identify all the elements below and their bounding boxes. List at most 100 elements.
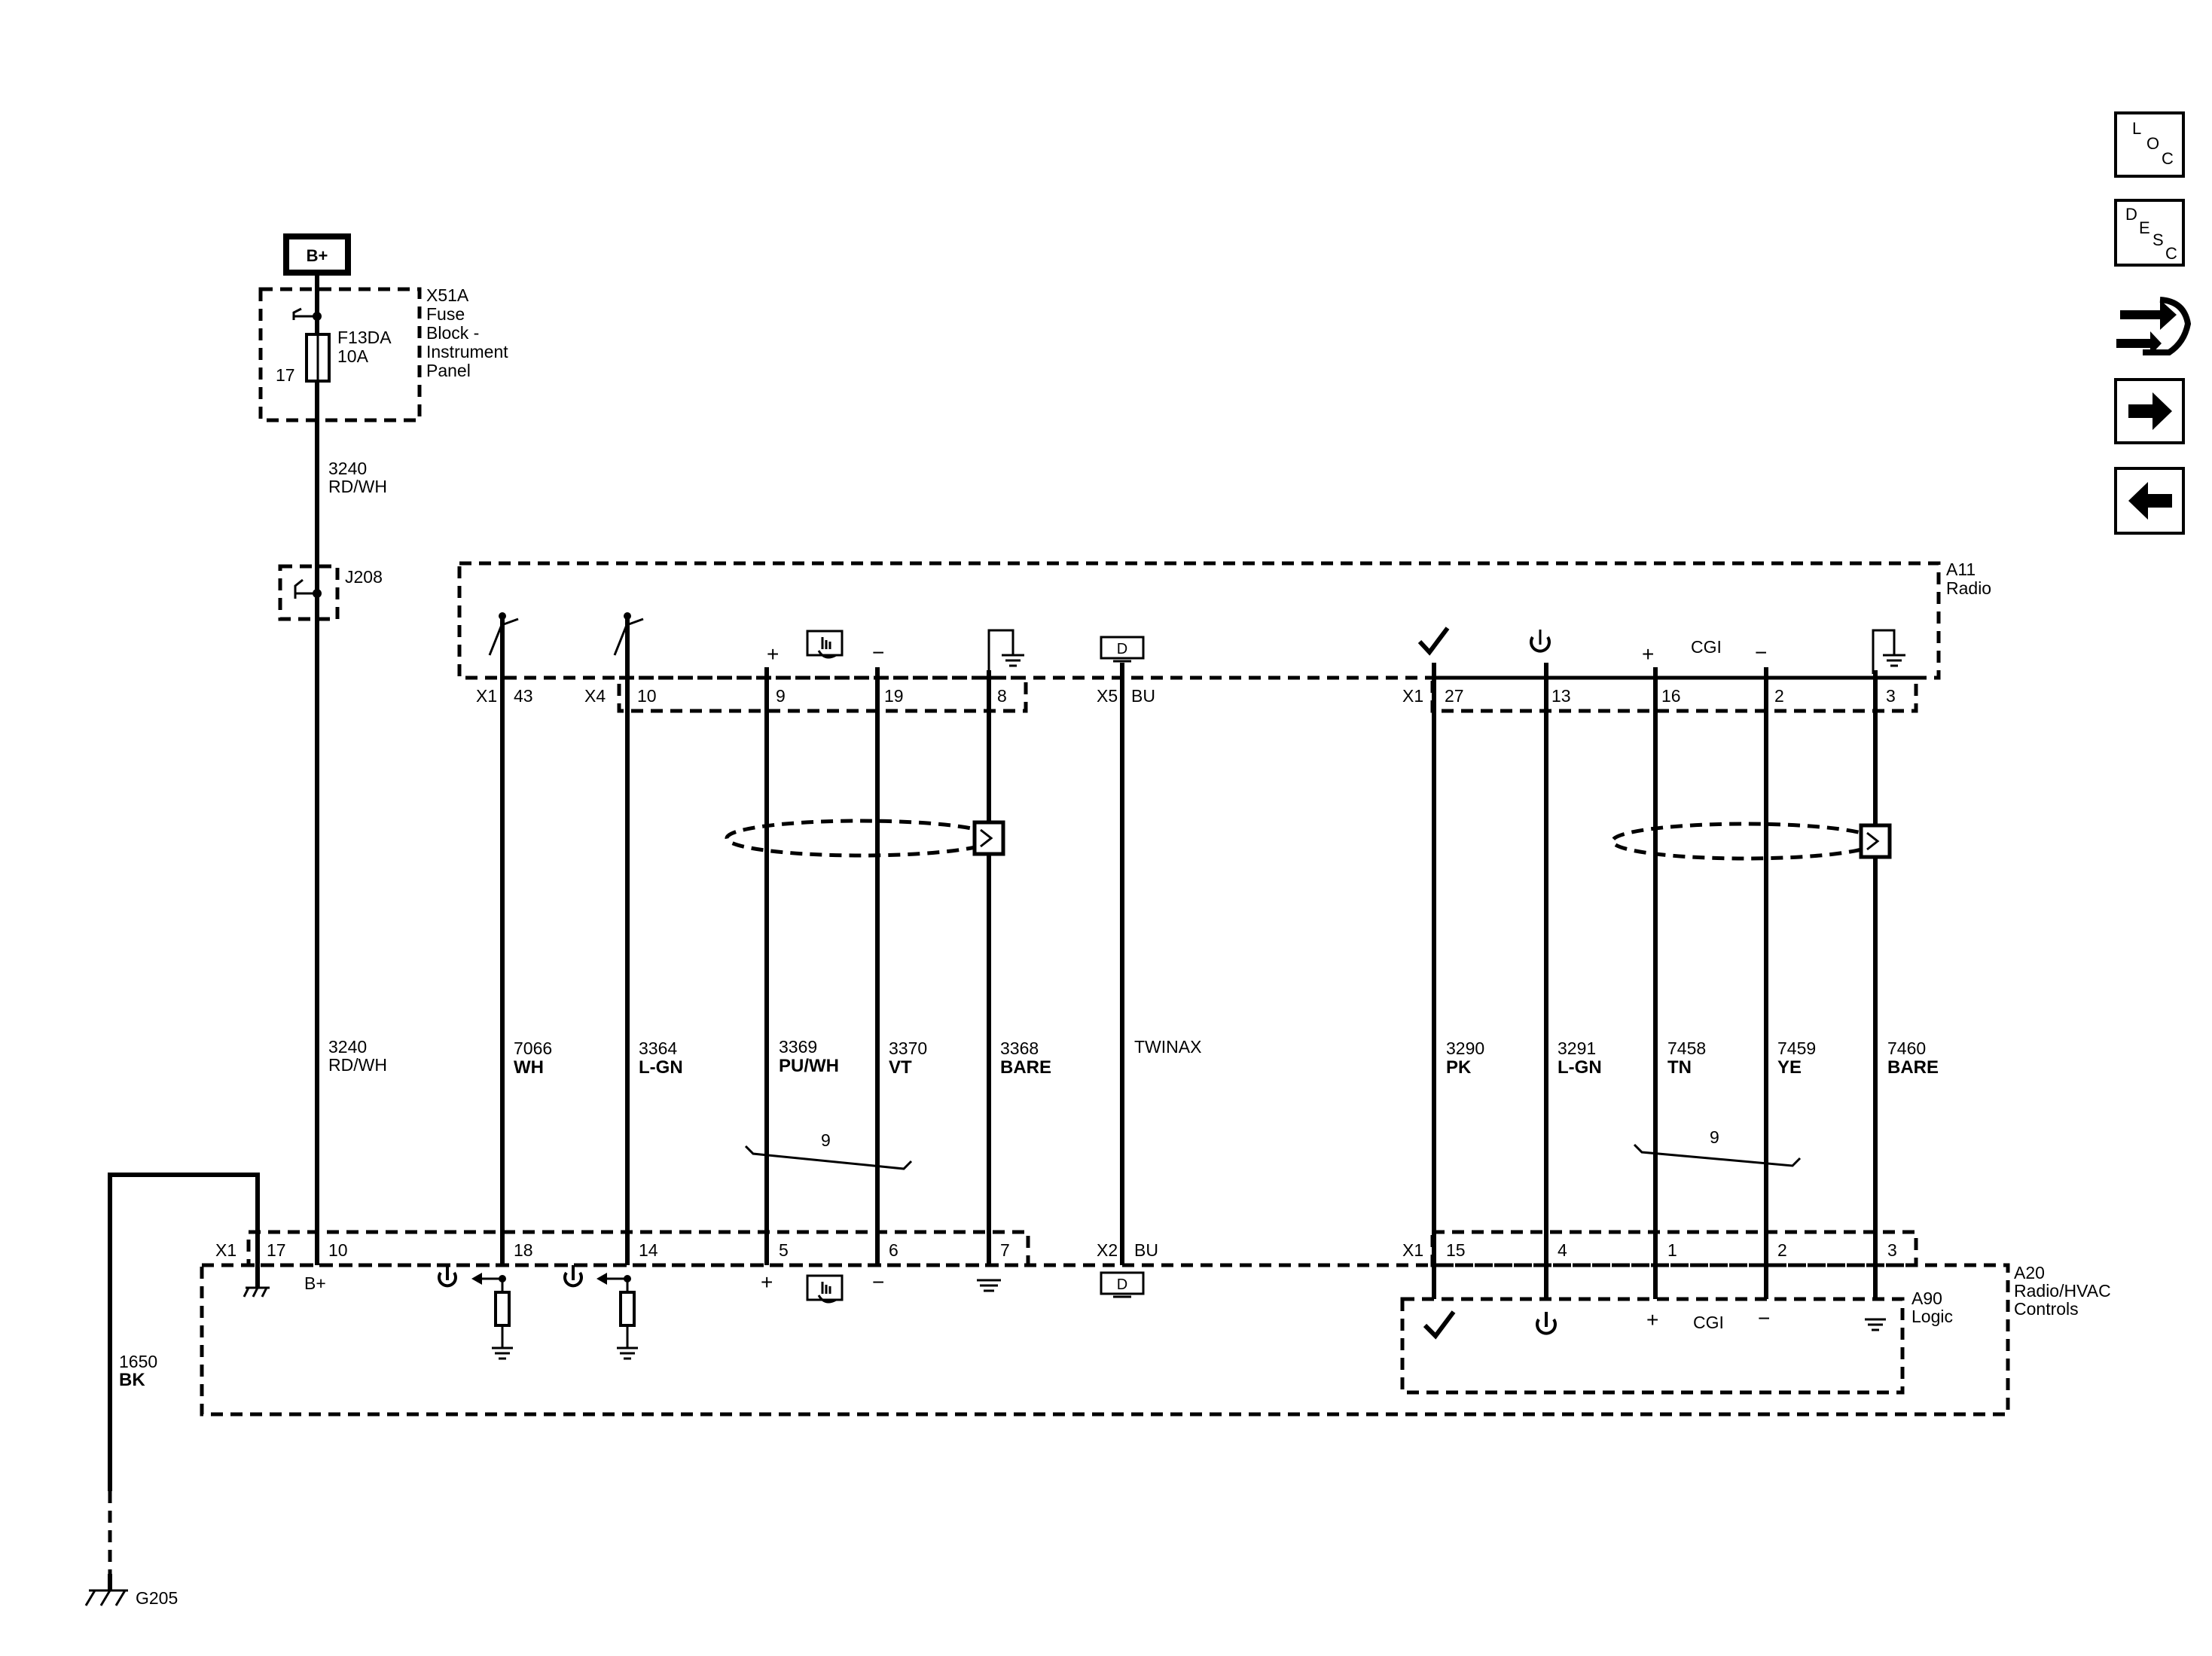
controls-minus-sign: − <box>872 1270 884 1294</box>
radio-connector-x4: X4 <box>584 686 606 706</box>
pin-top-16: 16 <box>1661 686 1681 706</box>
desc-letter-e: E <box>2139 218 2150 237</box>
data-link-icon: D <box>1100 636 1145 663</box>
shield-drain-icon <box>972 820 1005 856</box>
wire-1650-num: 1650 <box>119 1352 157 1371</box>
ground-icon <box>977 1279 1001 1292</box>
data-icon-letter: D <box>1117 641 1127 657</box>
wire-1650 <box>108 1173 260 1491</box>
connector-end-view-icon[interactable] <box>2116 297 2192 355</box>
twisted-pair-marker: 9 <box>744 1130 913 1170</box>
logic-module-box <box>1400 1297 1905 1395</box>
splice-label: J208 <box>345 567 383 587</box>
fuse-pin: 17 <box>276 365 295 385</box>
wire-7066-color: WH <box>514 1057 544 1078</box>
power-icon <box>1530 630 1551 653</box>
wire-3370-color: VT <box>889 1057 912 1078</box>
shield-ellipse-2 <box>1610 822 1880 861</box>
wire-7458-num: 7458 <box>1667 1038 1706 1058</box>
touch-icon <box>806 1274 844 1304</box>
controls-connector-x1b: X1 <box>1402 1240 1423 1260</box>
twist-count-2: 9 <box>1710 1127 1719 1147</box>
ground-g205-icon <box>84 1574 128 1606</box>
ground-icon <box>1872 629 1905 674</box>
ground-g205-label: G205 <box>136 1588 178 1608</box>
pin-top-10: 10 <box>637 686 657 706</box>
fuse-block-name-4: Panel <box>426 361 471 380</box>
logic-name: Logic <box>1911 1307 1953 1326</box>
controls-name-1: Radio/HVAC <box>2014 1281 2111 1301</box>
fuse-block-name-1: Fuse <box>426 304 465 324</box>
pin-top-43: 43 <box>514 686 533 706</box>
input-circuit-18 <box>438 1265 513 1360</box>
fuse-block-connector: X51A <box>426 285 469 305</box>
resistor-icon <box>619 1291 636 1327</box>
pin-bottom-10: 10 <box>328 1240 348 1260</box>
radio-connector-x1: X1 <box>476 686 497 706</box>
logic-minus-sign: − <box>1758 1307 1770 1330</box>
fuse-rating: 10A <box>337 346 369 366</box>
controls-connector-x1: X1 <box>215 1240 236 1260</box>
twisted-pair-marker: 9 <box>1633 1127 1802 1167</box>
pin-bottom-18: 18 <box>514 1240 533 1260</box>
wire-3240-num-top: 3240 <box>328 459 367 478</box>
wire-twinax-label: TWINAX <box>1134 1037 1201 1057</box>
logic-id: A90 <box>1911 1289 1942 1308</box>
pin-bottom-15: 15 <box>1446 1240 1466 1260</box>
wire-7459-color: YE <box>1777 1057 1802 1078</box>
pin-bottom-14: 14 <box>639 1240 658 1260</box>
wire-3291-color: L-GN <box>1558 1057 1602 1078</box>
wire-3240-color: RD/WH <box>328 1055 387 1075</box>
data-link-icon: D <box>1100 1271 1145 1298</box>
twist-count-1: 9 <box>821 1130 831 1150</box>
radio-connector-x4-box <box>617 676 1028 713</box>
pin-top-19: 19 <box>884 686 904 706</box>
checkmark-icon <box>1417 627 1450 656</box>
pin-bottom-2: 2 <box>1777 1240 1787 1260</box>
wire-7066-num: 7066 <box>514 1038 552 1058</box>
pin-top-9: 9 <box>776 686 786 706</box>
input-circuit-14 <box>563 1265 638 1360</box>
pin-bottom-4: 4 <box>1558 1240 1567 1260</box>
next-page-button[interactable] <box>2114 378 2185 444</box>
switch-icon <box>488 612 519 757</box>
pin-bottom-bu: BU <box>1134 1240 1158 1260</box>
power-label: B+ <box>307 246 328 265</box>
pin-top-bu: BU <box>1131 686 1155 706</box>
ground-icon <box>1865 1318 1886 1331</box>
wire-7458-color: TN <box>1667 1057 1692 1078</box>
radio-connector-x1b-box <box>1430 676 1918 713</box>
controls-connector-x2: X2 <box>1097 1240 1118 1260</box>
splice-j208: J208 <box>278 564 383 621</box>
loc-letter-c: C <box>2162 149 2174 168</box>
wire-7459-num: 7459 <box>1777 1038 1816 1058</box>
pin-top-27: 27 <box>1445 686 1464 706</box>
touch-icon <box>806 630 844 659</box>
location-button[interactable]: L O C <box>2114 111 2185 178</box>
radio-id: A11 <box>1946 560 1976 579</box>
fuse-block-name-3: Instrument <box>426 342 508 361</box>
description-button[interactable]: D E S C <box>2114 199 2185 267</box>
data-icon-letter-2: D <box>1117 1276 1127 1293</box>
arrow-left-icon <box>2128 482 2172 520</box>
desc-letter-c: C <box>2165 244 2177 263</box>
pin-bottom-5: 5 <box>779 1240 789 1260</box>
controls-id: A20 <box>2014 1263 2045 1282</box>
battery-power-source: B+ <box>283 233 351 276</box>
controls-bplus-label: B+ <box>304 1273 326 1293</box>
wire-3290-color: PK <box>1446 1057 1472 1078</box>
wire-3364-color: L-GN <box>639 1057 683 1078</box>
radio-name: Radio <box>1946 578 1991 598</box>
radio-plus-sign-2: + <box>1642 642 1654 666</box>
wire-3240-color-top: RD/WH <box>328 477 387 496</box>
wire-3240-num: 3240 <box>328 1037 367 1057</box>
shield-drain-icon-2 <box>1859 823 1892 859</box>
fuse-block-name-2: Block - <box>426 323 479 343</box>
wire-3291-num: 3291 <box>1558 1038 1596 1058</box>
radio-connector-x5: X5 <box>1097 686 1118 706</box>
controls-module-box <box>200 1263 2010 1417</box>
wire-7460-color: BARE <box>1887 1057 1939 1078</box>
pin-bottom-1: 1 <box>1667 1240 1677 1260</box>
wire-3290-num: 3290 <box>1446 1038 1484 1058</box>
previous-page-button[interactable] <box>2114 467 2185 535</box>
